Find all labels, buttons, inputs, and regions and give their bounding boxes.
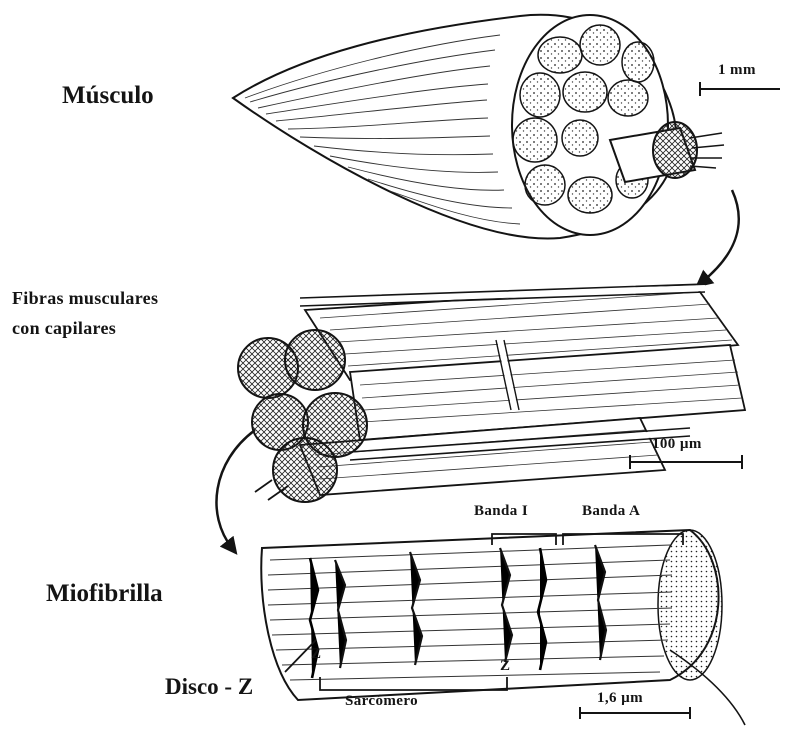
arrow-fibers-to-myofibril	[216, 430, 255, 548]
label-sarcomero: Sarcómero	[345, 693, 418, 710]
label-z-left: Z	[311, 646, 321, 663]
label-miofibrilla: Miofibrilla	[46, 580, 163, 608]
myofibril-drawing	[261, 530, 745, 725]
arrow-muscle-to-fibers	[702, 190, 739, 282]
muscle-drawing	[233, 15, 724, 239]
scale-label-100um: 100 µm	[652, 436, 702, 453]
label-banda-i: Banda I	[474, 503, 528, 520]
fibers-drawing	[238, 284, 745, 502]
label-banda-a: Banda A	[582, 503, 640, 520]
scale-label-1mm: 1 mm	[718, 62, 756, 79]
label-musculo: Músculo	[62, 82, 154, 110]
scale-bar-1-6um	[580, 707, 690, 719]
label-z-right: Z	[500, 658, 510, 675]
label-fibras-line1: Fibras musculares	[12, 288, 158, 309]
scale-bar-1mm	[700, 82, 780, 96]
label-fibras-line2: con capilares	[12, 318, 116, 339]
label-disco-z: Disco - Z	[165, 674, 253, 700]
scale-label-1-6um: 1,6 µm	[597, 690, 643, 707]
